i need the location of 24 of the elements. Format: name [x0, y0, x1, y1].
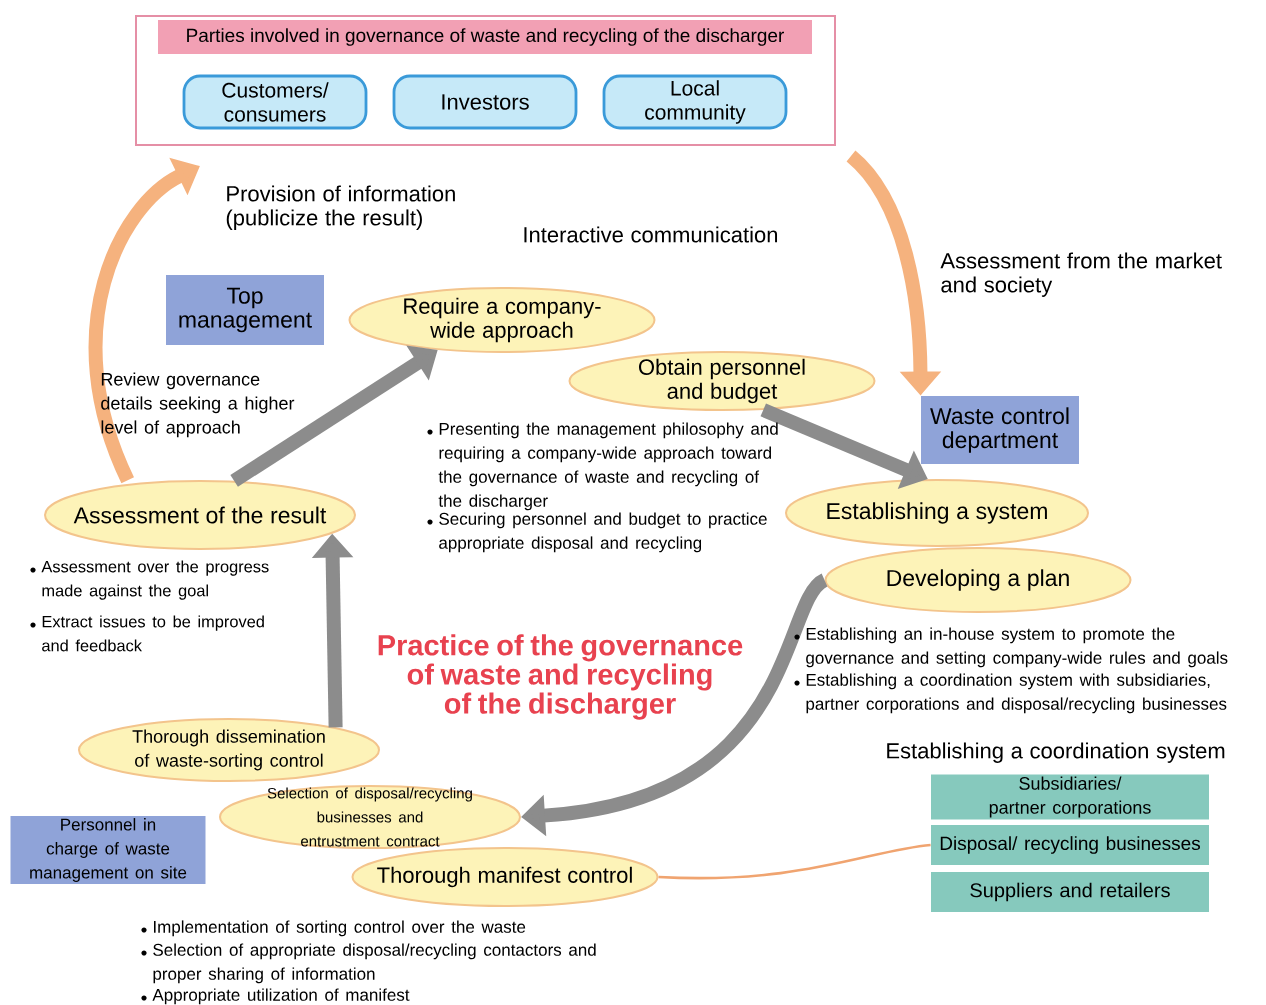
edge-label: Assessment from the market and society [940, 252, 1222, 297]
bullet-note: Extract issues to be improved and feedback [30, 615, 264, 652]
partner-box: Disposal/ recycling businesses [931, 825, 1209, 865]
partner-box: Subsidiaries/ partner corporations [931, 774, 1209, 820]
bullet-note: Appropriate utilization of manifest [141, 988, 410, 1005]
role-box: Waste control department [921, 396, 1079, 464]
partner-box: Suppliers and retailers [931, 872, 1209, 912]
center-heading: Practice of the governance of waste and recycling of the discharger [378, 634, 743, 720]
bullet-note: Selection of appropriate disposal/recycling contactors and proper sharing of information [141, 943, 596, 984]
bullet-note: Assessment over the progress made against the goal [30, 560, 269, 600]
bullet-note: Securing personnel and budget to practice appropriate disposal and recycling [427, 512, 767, 553]
bullet-note: Establishing a coordination system with subsidiaries, partner corporations and disposal/recycling businesses [794, 673, 1227, 714]
note-text: Interactive communication [524, 226, 777, 243]
role-box: Top management [166, 275, 324, 345]
edge-label: Review governance details seeking a higher level of approach [101, 372, 295, 438]
rounded-box: Local community [602, 74, 788, 130]
rounded-box: Investors [392, 74, 578, 130]
bullet-note: Establishing an in-house system to promote the governance and setting company-wide rules and goals [794, 627, 1228, 668]
edge-label: Provision of information (publicize the result) [226, 185, 455, 230]
note-text: Establishing a coordination system [887, 742, 1225, 763]
role-box: Personnel in charge of waste management on site [10, 816, 206, 884]
bullet-note: Implementation of sorting control over the waste [141, 920, 526, 937]
rounded-box: Customers/ consumers [182, 74, 368, 130]
bullet-note: Presenting the management philosophy and requiring a company-wide approach toward the governance of waste and recycling of the discharger [427, 422, 778, 511]
